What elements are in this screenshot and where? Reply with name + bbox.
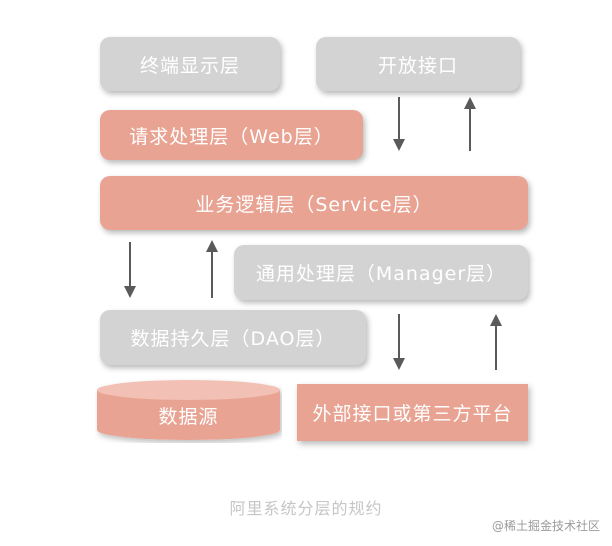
- web-layer-box: 请求处理层（Web层）: [100, 110, 363, 160]
- terminal-display-layer-label: 终端显示层: [139, 54, 240, 77]
- terminal-display-layer: 终端显示层: [100, 37, 280, 91]
- open-interface-box: 开放接口: [316, 37, 520, 91]
- external-interface-label: 外部接口或第三方平台: [312, 403, 513, 425]
- web-layer-label: 请求处理层（Web层）: [129, 125, 334, 148]
- external-interface-box: 外部接口或第三方平台: [297, 384, 528, 441]
- data-source-cylinder: [97, 380, 280, 440]
- arrow-up-service-middle: [206, 240, 218, 298]
- service-layer-label: 业务逻辑层（Service层）: [195, 193, 433, 216]
- arrow-down-service-left: [124, 242, 136, 298]
- data-source-label: 数据源: [158, 405, 219, 428]
- manager-layer-label: 通用处理层（Manager层）: [255, 263, 507, 285]
- dao-layer-label: 数据持久层（DAO层）: [130, 328, 336, 350]
- open-interface-label: 开放接口: [377, 54, 458, 77]
- arrow-up-open-interface: [464, 97, 476, 151]
- arrow-down-external: [393, 314, 405, 370]
- diagram-caption: 阿里系统分层的规约: [229, 499, 383, 518]
- watermark-text: @稀土掘金技术社区: [491, 519, 600, 533]
- arrow-up-external: [490, 314, 502, 370]
- dao-layer-box: 数据持久层（DAO层）: [100, 310, 366, 365]
- manager-layer-box: 通用处理层（Manager层）: [234, 245, 528, 300]
- service-layer-box: 业务逻辑层（Service层）: [100, 176, 528, 230]
- arrow-down-open-interface: [393, 97, 405, 151]
